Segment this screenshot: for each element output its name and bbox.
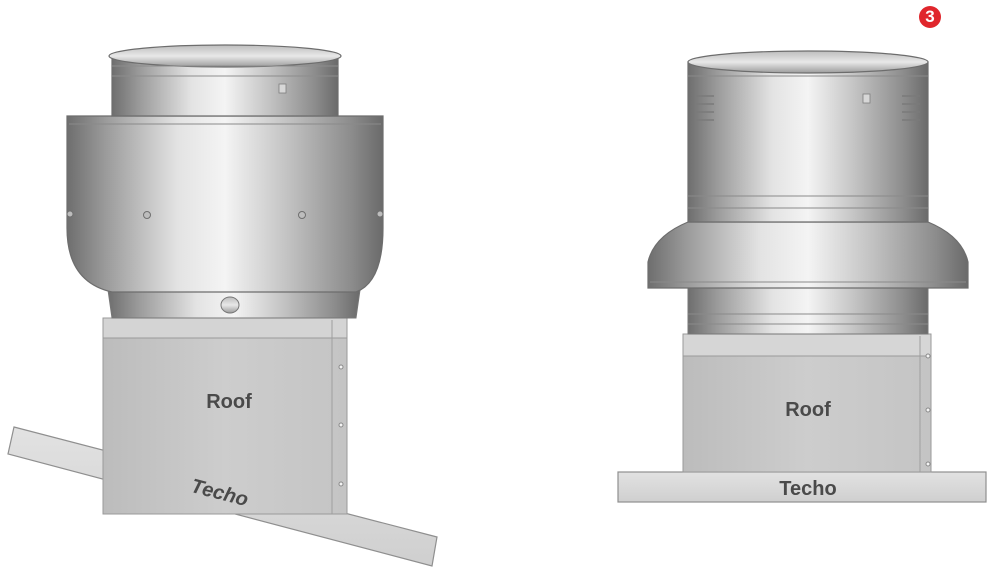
right-deck-label: Techo — [779, 478, 836, 500]
left-fan-housing — [66, 115, 384, 293]
right-fan: Roof Techo — [617, 50, 987, 503]
right-fan-windband — [647, 221, 969, 289]
left-fan: Roof Techo — [7, 44, 438, 567]
right-curb-label: Roof — [785, 399, 831, 421]
left-curb-label: Roof — [206, 391, 252, 413]
left-roof-curb — [102, 317, 348, 515]
step-number-badge: 3 — [919, 6, 941, 28]
right-fan-base-ring — [687, 285, 929, 335]
right-fan-upper-housing — [687, 61, 929, 223]
right-flat-roof-deck — [617, 471, 987, 503]
